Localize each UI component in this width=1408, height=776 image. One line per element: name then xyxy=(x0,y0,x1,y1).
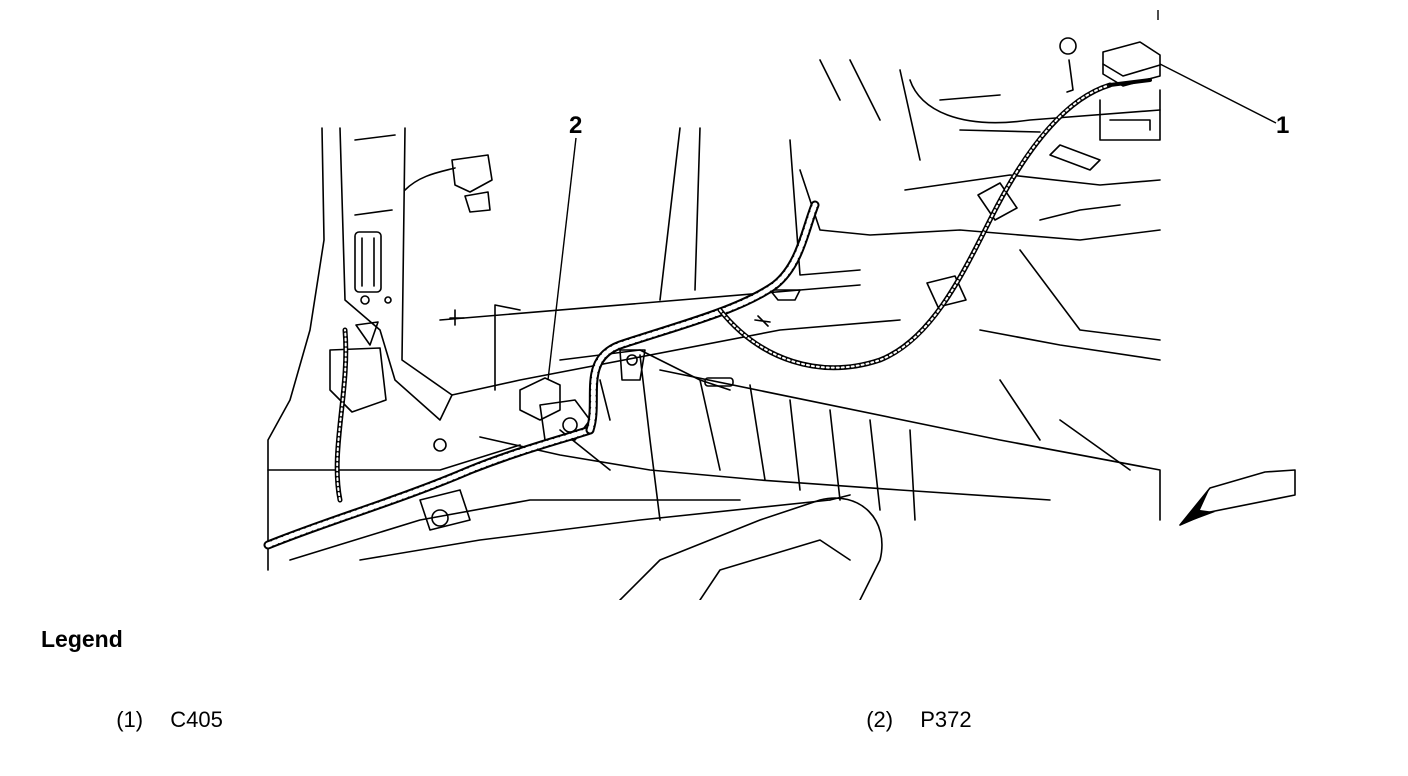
wiring-harness-illustration: 1 2 xyxy=(263,10,1296,601)
legend-item: (2) P372 xyxy=(854,681,972,733)
legend-item-number: (2) xyxy=(866,707,894,732)
legend-item-label: P372 xyxy=(920,707,972,732)
callout-2-label: 2 xyxy=(569,112,583,139)
legend-item: (1) C405 xyxy=(104,681,223,733)
legend-item-number: (1) xyxy=(116,707,144,732)
direction-arrow-icon xyxy=(1180,488,1215,525)
legend-title: Legend xyxy=(41,626,123,652)
callout-1-label: 1 xyxy=(1276,112,1290,139)
legend-item-label: C405 xyxy=(170,707,223,732)
vehicle-interior-line-drawing xyxy=(263,10,1296,601)
